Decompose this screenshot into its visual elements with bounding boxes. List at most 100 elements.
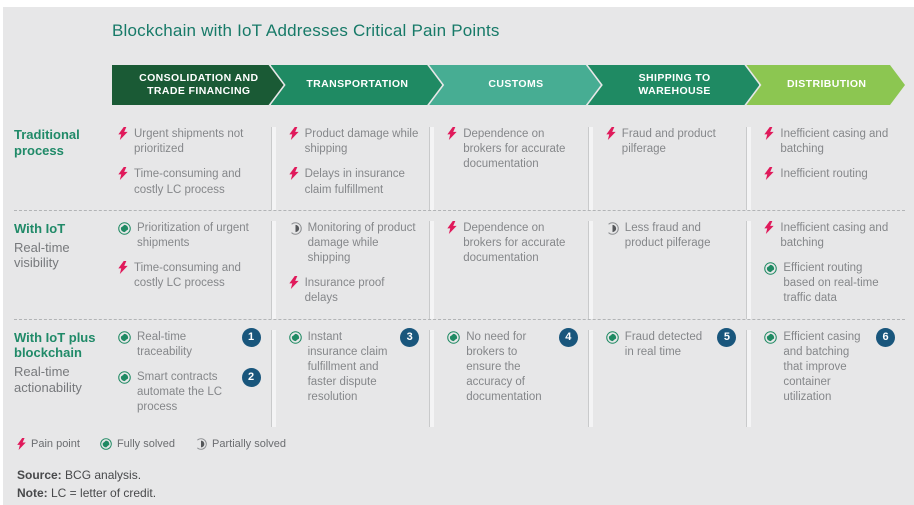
pain-point-icon bbox=[447, 127, 457, 173]
pain-point-icon bbox=[606, 127, 616, 157]
item-text: Time-consuming and costly LC process bbox=[134, 262, 241, 290]
cell-traditional-customs: Dependence on brokers for accurate docum… bbox=[429, 127, 588, 210]
list-item: Product damage while shipping bbox=[289, 127, 420, 157]
list-item: Inefficient casing and batching bbox=[764, 221, 895, 251]
legend-item-partially-solved: Partially solved bbox=[195, 437, 286, 450]
item-text: Less fraud and product pilferage bbox=[624, 221, 711, 249]
list-item: No need for brokers to ensure the accura… bbox=[447, 327, 578, 406]
list-item: Monitoring of product damage while shipp… bbox=[289, 221, 420, 267]
footnotes: Source: BCG analysis. Note: LC = letter … bbox=[17, 466, 905, 502]
stage-arrow-customs: CUSTOMS bbox=[429, 65, 601, 105]
cell-blockchain-transportation: Instant insurance claim fulfillment and … bbox=[271, 327, 430, 428]
item-text: Inefficient routing bbox=[780, 168, 868, 181]
stage-label: DISTRIBUTION bbox=[786, 78, 867, 91]
stage-arrow-shipping: SHIPPING TO WAREHOUSE bbox=[588, 65, 760, 105]
item-text: Dependence on brokers for accurate docum… bbox=[463, 128, 566, 171]
item-text: Efficient routing based on real-time tra… bbox=[783, 262, 879, 305]
cell-iot-consolidation: Prioritization of urgent shipments Time-… bbox=[112, 221, 271, 319]
list-item: Smart contracts automate the LC process … bbox=[118, 367, 261, 416]
note-line: Note: LC = letter of credit. bbox=[17, 484, 905, 502]
row-label-main: With IoT plus blockchain bbox=[14, 329, 96, 361]
pain-point-icon bbox=[289, 167, 299, 197]
partially-solved-icon bbox=[289, 221, 302, 267]
cell-blockchain-distribution: Efficient casing and batching that impro… bbox=[746, 327, 905, 428]
item-text: Efficient casing and batching that impro… bbox=[783, 330, 861, 404]
item-text: Monitoring of product damage while shipp… bbox=[307, 221, 416, 265]
step-badge: 4 bbox=[558, 327, 578, 347]
legend-label: Partially solved bbox=[212, 437, 286, 450]
item-text: Urgent shipments not prioritized bbox=[134, 128, 244, 156]
note-label: Note: bbox=[17, 486, 48, 501]
cell-blockchain-consolidation: Real-time traceability 1 Smart contracts… bbox=[112, 327, 271, 428]
stage-cell: CUSTOMS bbox=[429, 65, 588, 105]
stage-label: TRANSPORTATION bbox=[306, 78, 409, 91]
list-item: Time-consuming and costly LC process bbox=[118, 167, 261, 197]
stage-label: CUSTOMS bbox=[488, 78, 544, 91]
cell-iot-transportation: Monitoring of product damage while shipp… bbox=[271, 221, 430, 319]
item-text: Smart contracts automate the LC process bbox=[137, 370, 223, 414]
note-text: LC = letter of credit. bbox=[47, 486, 157, 501]
pain-point-icon bbox=[118, 167, 128, 197]
legend-label: Fully solved bbox=[116, 437, 176, 450]
item-text: Time-consuming and costly LC process bbox=[134, 168, 241, 196]
list-item: Insurance proof delays bbox=[289, 276, 420, 306]
legend-item-fully-solved: Fully solved bbox=[100, 437, 175, 450]
stage-arrow-transportation: TRANSPORTATION bbox=[271, 65, 443, 105]
item-text: Product damage while shipping bbox=[304, 128, 419, 156]
exhibit-panel: Blockchain with IoT Addresses Critical P… bbox=[3, 7, 914, 505]
row-label: Traditional process bbox=[14, 127, 112, 210]
item-text: Inefficient casing and batching bbox=[780, 221, 889, 249]
legend-item-pain-point: Pain point bbox=[17, 437, 80, 450]
list-item: Prioritization of urgent shipments bbox=[118, 221, 261, 251]
cell-traditional-transportation: Product damage while shipping Delays in … bbox=[271, 127, 430, 210]
row-label-main: Traditional process bbox=[14, 127, 80, 158]
item-text: Inefficient casing and batching bbox=[780, 128, 889, 156]
row-label: With IoT Real-time visibility bbox=[14, 221, 112, 319]
list-item: Efficient routing based on real-time tra… bbox=[764, 261, 895, 307]
source-label: Source: bbox=[17, 468, 62, 483]
stage-arrow-consolidation: CONSOLIDATION AND TRADE FINANCING bbox=[112, 65, 284, 105]
row-label: With IoT plus blockchain Real-time actio… bbox=[14, 330, 112, 428]
cell-traditional-shipping: Fraud and product pilferage bbox=[588, 127, 747, 210]
stage-cell: DISTRIBUTION bbox=[746, 65, 905, 105]
fully-solved-icon bbox=[447, 330, 460, 406]
stage-cell: CONSOLIDATION AND TRADE FINANCING bbox=[112, 65, 271, 105]
pain-point-icon bbox=[764, 127, 774, 157]
list-item: Fraud detected in real time 5 bbox=[606, 327, 737, 360]
fully-solved-icon bbox=[100, 437, 112, 450]
step-badge: 5 bbox=[717, 327, 737, 347]
cell-iot-shipping: Less fraud and product pilferage bbox=[588, 221, 747, 319]
fully-solved-icon bbox=[118, 221, 131, 251]
pain-point-icon bbox=[289, 276, 299, 306]
legend-label: Pain point bbox=[31, 437, 80, 450]
fully-solved-icon bbox=[118, 330, 131, 360]
cell-traditional-distribution: Inefficient casing and batching Ineffici… bbox=[746, 127, 905, 210]
pain-point-icon bbox=[118, 127, 128, 157]
step-badge: 2 bbox=[241, 367, 261, 387]
item-text: Instant insurance claim fulfillment and … bbox=[307, 330, 388, 404]
list-item: Dependence on brokers for accurate docum… bbox=[447, 221, 578, 267]
item-text: Dependence on brokers for accurate docum… bbox=[463, 221, 566, 265]
list-item: Delays in insurance claim fulfillment bbox=[289, 167, 420, 197]
list-item: Urgent shipments not prioritized bbox=[118, 127, 261, 157]
item-text: Real-time traceability bbox=[137, 330, 192, 358]
stage-label: SHIPPING TO WAREHOUSE bbox=[638, 71, 711, 97]
table-row-traditional: Traditional process Urgent shipments not… bbox=[14, 117, 905, 210]
page-title: Blockchain with IoT Addresses Critical P… bbox=[112, 21, 500, 40]
pain-point-icon bbox=[118, 261, 128, 291]
list-item: Real-time traceability 1 bbox=[118, 327, 261, 360]
fully-solved-icon bbox=[764, 330, 777, 406]
step-badge: 6 bbox=[876, 327, 895, 347]
item-text: Insurance proof delays bbox=[304, 277, 385, 305]
cell-iot-distribution: Inefficient casing and batching Efficien… bbox=[746, 221, 905, 319]
header-spacer bbox=[14, 65, 112, 105]
pain-point-icon bbox=[764, 221, 774, 251]
cell-traditional-consolidation: Urgent shipments not prioritized Time-co… bbox=[112, 127, 271, 210]
stage-cell: TRANSPORTATION bbox=[271, 65, 430, 105]
table-row-with-iot: With IoT Real-time visibility Prioritiza… bbox=[14, 209, 905, 319]
matrix-body: Traditional process Urgent shipments not… bbox=[14, 117, 905, 427]
item-text: No need for brokers to ensure the accura… bbox=[466, 330, 542, 404]
step-badge: 1 bbox=[241, 327, 261, 347]
item-text: Fraud detected in real time bbox=[624, 330, 703, 358]
pain-point-icon bbox=[17, 438, 26, 450]
